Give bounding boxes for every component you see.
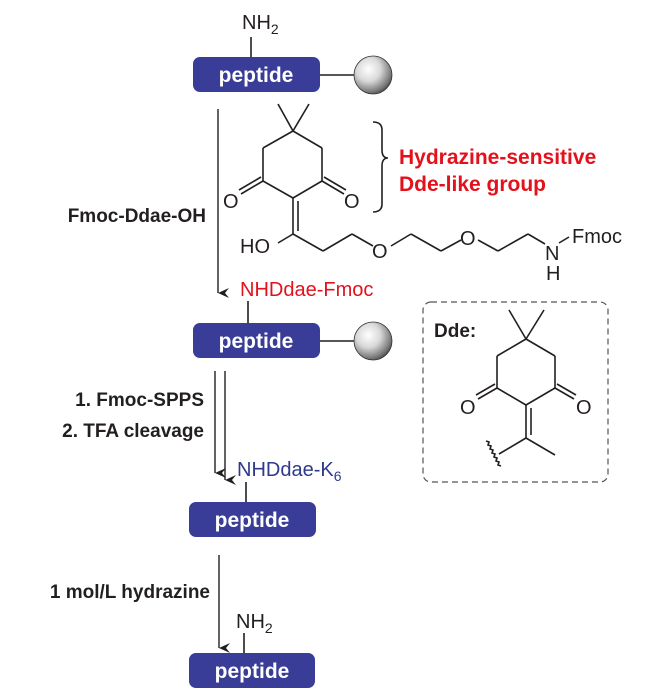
reagent-hydrazine: 1 mol/L hydrazine [50,582,210,603]
resin-bead-icon [353,321,393,361]
svg-text:H: H [546,263,560,285]
reagent-tfa-cleavage: 2. TFA cleavage [62,421,204,442]
step0-terminal-group: NH2 [242,12,279,37]
peptide-block-2: peptide [189,502,316,537]
svg-text:O: O [223,191,239,213]
annotation-hydrazine-sensitive: Hydrazine-sensitive [399,146,596,169]
resin-bead-icon [353,55,393,95]
brace-bracket [372,121,389,213]
reagent-fmoc-spps: 1. Fmoc-SPPS [75,390,204,411]
ddae-structure: O O HO O O N H Fmoc [223,103,622,285]
svg-text:peptide: peptide [215,509,290,532]
peptide-block-3: peptide [189,653,315,688]
dde-box-title: Dde: [434,321,476,342]
svg-text:NHDdae-K6: NHDdae-K6 [237,459,342,484]
step1-terminal-group: NHDdae-Fmoc [240,279,373,301]
svg-text:O: O [460,397,476,419]
annotation-dde-like-group: Dde-like group [399,173,546,196]
svg-text:N: N [545,243,559,265]
svg-text:HO: HO [240,236,270,258]
svg-text:O: O [344,191,360,213]
svg-text:O: O [576,397,592,419]
reagent-fmoc-ddae-oh: Fmoc-Ddae-OH [68,206,206,227]
svg-text:NH2: NH2 [236,611,273,636]
svg-text:O: O [372,241,388,263]
peptide-block-0: peptide [193,57,320,92]
dde-reference-box: Dde: O O [422,301,609,483]
svg-text:peptide: peptide [219,330,294,353]
svg-text:Fmoc: Fmoc [572,226,622,248]
step2-terminal-group: NHDdae-K6 [237,459,342,484]
attachment-wavy-bond [485,440,502,467]
peptide-block-1: peptide [193,323,320,358]
svg-text:NH2: NH2 [242,12,279,37]
svg-text:peptide: peptide [215,660,290,683]
svg-text:peptide: peptide [219,64,294,87]
svg-text:O: O [460,228,476,250]
step3-terminal-group: NH2 [236,611,273,636]
